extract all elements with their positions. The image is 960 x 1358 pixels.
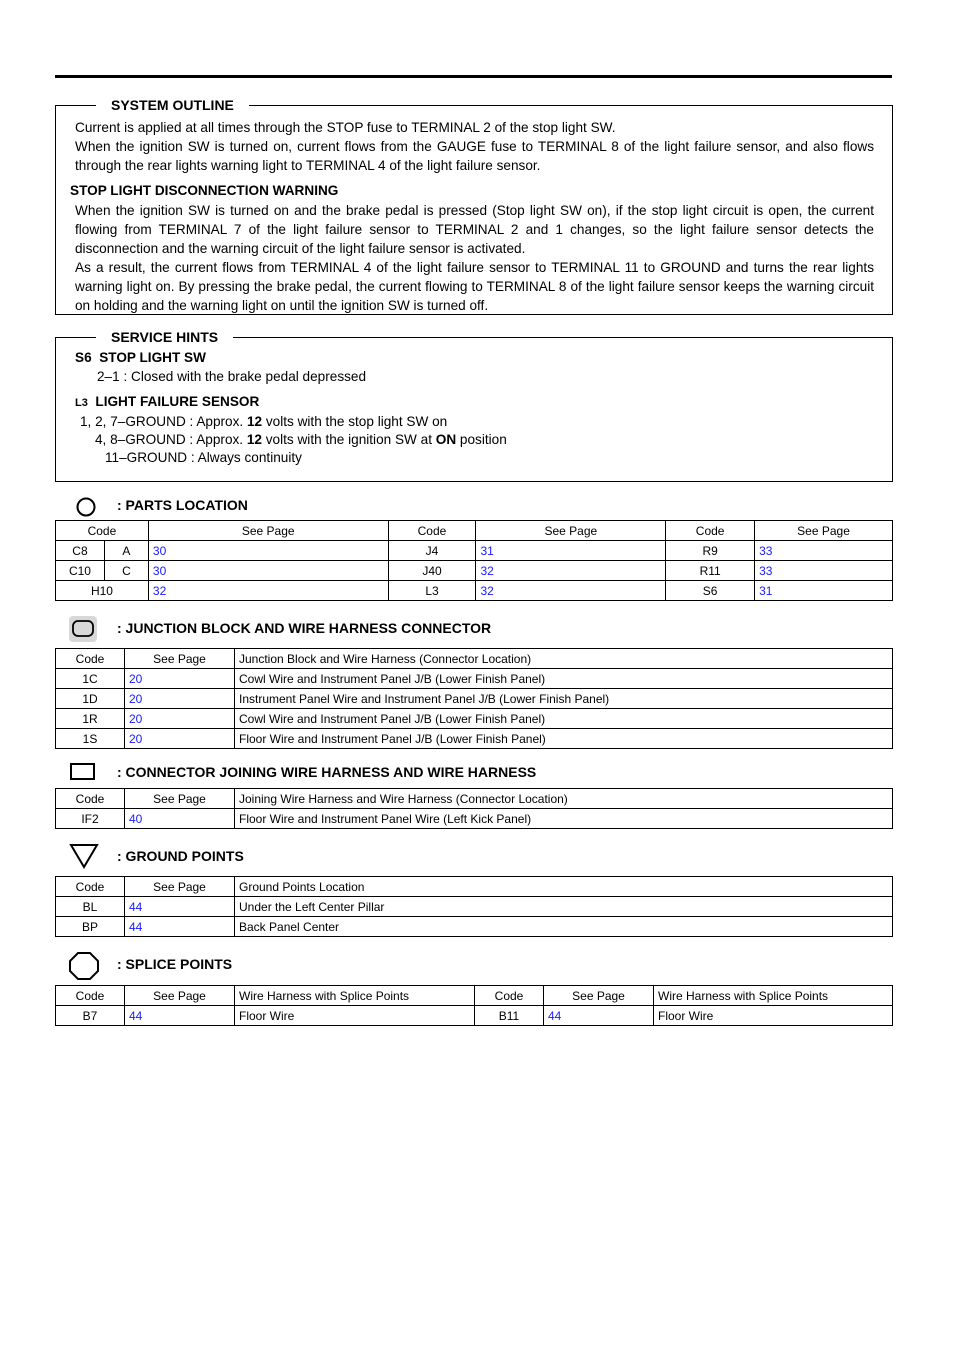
table-row: H10 32 L3 32 S6 31 [55,580,893,601]
hint-l3-name: LIGHT FAILURE SENSOR [95,394,260,409]
table-header-row: Code See Page Wire Harness with Splice P… [55,985,893,1006]
system-outline-title: SYSTEM OUTLINE [96,96,249,114]
page-link[interactable]: 44 [124,1005,235,1026]
top-rule [55,75,892,78]
outline-subhead: STOP LIGHT DISCONNECTION WARNING [70,183,339,198]
page-link[interactable]: 20 [124,668,235,689]
page-link[interactable]: 20 [124,728,235,749]
table-header-row: Code See Page Code See Page Code See Pag… [55,520,893,541]
hint-s6-name: STOP LIGHT SW [99,350,206,365]
ground-points-title: : GROUND POINTS [117,848,244,864]
outline-para-1: Current is applied at all times through … [75,120,616,135]
splice-points-title: : SPLICE POINTS [117,956,233,972]
outline-para-2: When the ignition SW is turned on, curre… [75,139,874,173]
page-link[interactable]: 31 [475,540,667,561]
octagon-icon [69,952,99,980]
junction-block-table: Code See Page Junction Block and Wire Ha… [55,648,893,749]
rounded-rect-icon [69,616,97,642]
table-row: 1S 20 Floor Wire and Instrument Panel J/… [55,728,893,749]
hint-l3-heading: L3 LIGHT FAILURE SENSOR [75,392,874,413]
page-link[interactable]: 30 [147,560,389,581]
hint-l3-code: L3 [75,397,88,409]
page-link[interactable]: 33 [754,540,893,561]
table-row: B7 44 Floor Wire B11 44 Floor Wire [55,1005,893,1026]
connector-joining-table: Code See Page Joining Wire Harness and W… [55,788,893,829]
page-link[interactable]: 32 [475,580,667,601]
triangle-icon [69,844,99,869]
junction-block-title: : JUNCTION BLOCK AND WIRE HARNESS CONNEC… [117,620,492,636]
hint-s6-code: S6 [75,350,92,365]
table-row: BL 44 Under the Left Center Pillar [55,896,893,917]
outline-para-3: When the ignition SW is turned on and th… [75,203,874,256]
ground-points-table: Code See Page Ground Points Location BL … [55,876,893,937]
outline-para-4: As a result, the current flows from TERM… [75,260,874,313]
table-row: IF2 40 Floor Wire and Instrument Panel W… [55,808,893,829]
hint-l3-line-2: 4, 8–GROUND : Approx. 12 volts with the … [95,432,507,447]
page-link[interactable]: 44 [124,896,235,917]
splice-points-table: Code See Page Wire Harness with Splice P… [55,985,893,1026]
page-link[interactable]: 32 [147,580,389,601]
table-header-row: Code See Page Ground Points Location [55,876,893,897]
page-link[interactable]: 40 [124,808,235,829]
page-link[interactable]: 44 [124,916,235,937]
page-link[interactable]: 20 [124,688,235,709]
page-link[interactable]: 31 [754,580,893,601]
table-row: 1C 20 Cowl Wire and Instrument Panel J/B… [55,668,893,689]
table-row: 1R 20 Cowl Wire and Instrument Panel J/B… [55,708,893,729]
table-row: BP 44 Back Panel Center [55,916,893,937]
hint-s6-line: 2–1 : Closed with the brake pedal depres… [97,369,367,384]
page-link[interactable]: 33 [754,560,893,581]
table-header-row: Code See Page Junction Block and Wire Ha… [55,648,893,669]
rectangle-icon [70,763,95,780]
page-link[interactable]: 30 [147,540,389,561]
hint-l3-line-1: 1, 2, 7–GROUND : Approx. 12 volts with t… [80,414,448,429]
connector-joining-title: : CONNECTOR JOINING WIRE HARNESS AND WIR… [117,764,537,780]
page-link[interactable]: 44 [543,1005,654,1026]
parts-location-title: : PARTS LOCATION [117,497,248,513]
table-row: 1D 20 Instrument Panel Wire and Instrume… [55,688,893,709]
parts-location-table: Code See Page Code See Page Code See Pag… [55,520,893,601]
service-hints-box: SERVICE HINTS S6 STOP LIGHT SW 2–1 : Clo… [55,328,893,482]
table-row: C10 C 30 J40 32 R11 33 [55,560,893,581]
hint-s6-heading: S6 STOP LIGHT SW [75,348,874,368]
page-link[interactable]: 20 [124,708,235,729]
circle-icon [76,497,96,517]
service-hints-title: SERVICE HINTS [96,328,234,346]
system-outline-box: SYSTEM OUTLINE Current is applied at all… [55,96,893,315]
table-header-row: Code See Page Joining Wire Harness and W… [55,788,893,809]
hint-l3-line-3: 11–GROUND : Always continuity [105,450,302,465]
page-link[interactable]: 32 [475,560,667,581]
table-row: C8 A 30 J4 31 R9 33 [55,540,893,561]
